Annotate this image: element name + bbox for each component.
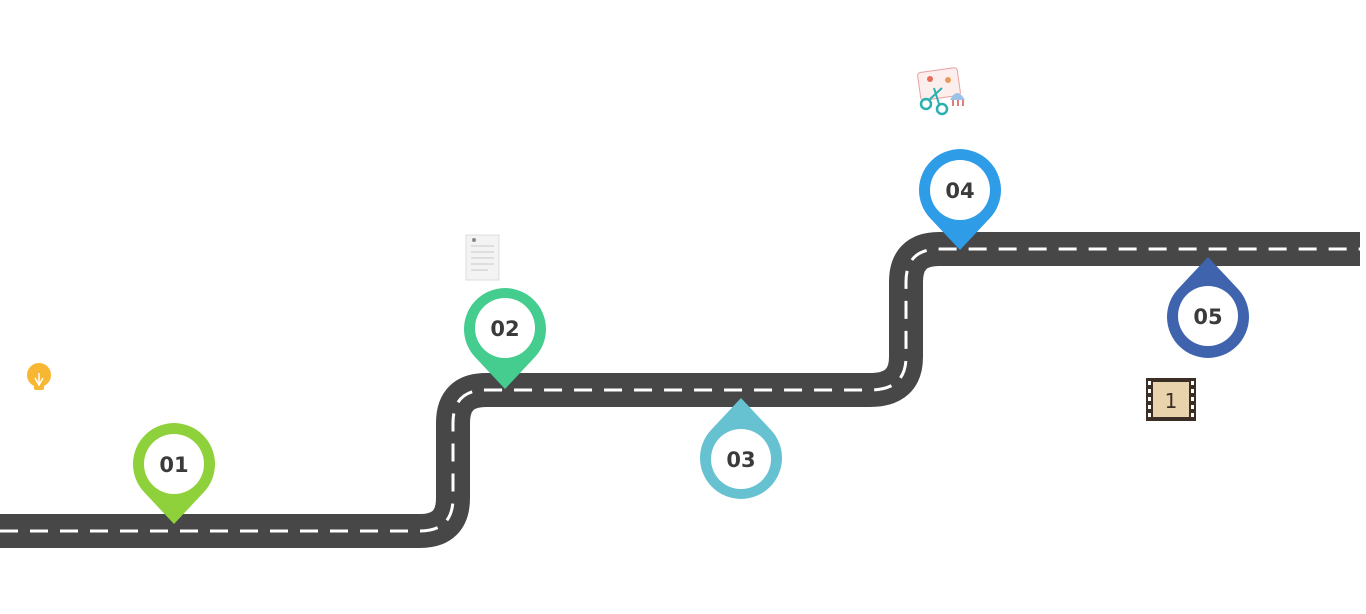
- milestone-pin-01: 01: [132, 423, 215, 524]
- scissors-icon: [917, 67, 965, 116]
- milestone-pin-03: 03: [699, 398, 782, 499]
- road: [0, 232, 1360, 548]
- milestone-pin-04: 04: [919, 149, 1002, 250]
- light-bulb-icon: [27, 363, 51, 390]
- milestone-label: 01: [159, 453, 188, 477]
- pin-inner-circle: [930, 160, 990, 220]
- pin-inner-circle: [1178, 286, 1238, 346]
- milestone-pin-02: 02: [464, 288, 546, 389]
- film-frame-icon: 1: [1146, 378, 1196, 421]
- pin-inner-circle: [144, 434, 204, 494]
- document-icon: [465, 234, 500, 281]
- milestone-label: 03: [726, 448, 755, 472]
- film-frame-number: 1: [1165, 389, 1178, 413]
- milestone-label: 04: [945, 179, 974, 203]
- milestone-label: 02: [490, 317, 519, 341]
- road-lane-markings: [0, 247, 1360, 533]
- pin-inner-circle: [711, 429, 771, 489]
- milestone-pin-05: 05: [1167, 257, 1249, 358]
- milestone-label: 05: [1193, 305, 1222, 329]
- pin-inner-circle: [475, 298, 535, 358]
